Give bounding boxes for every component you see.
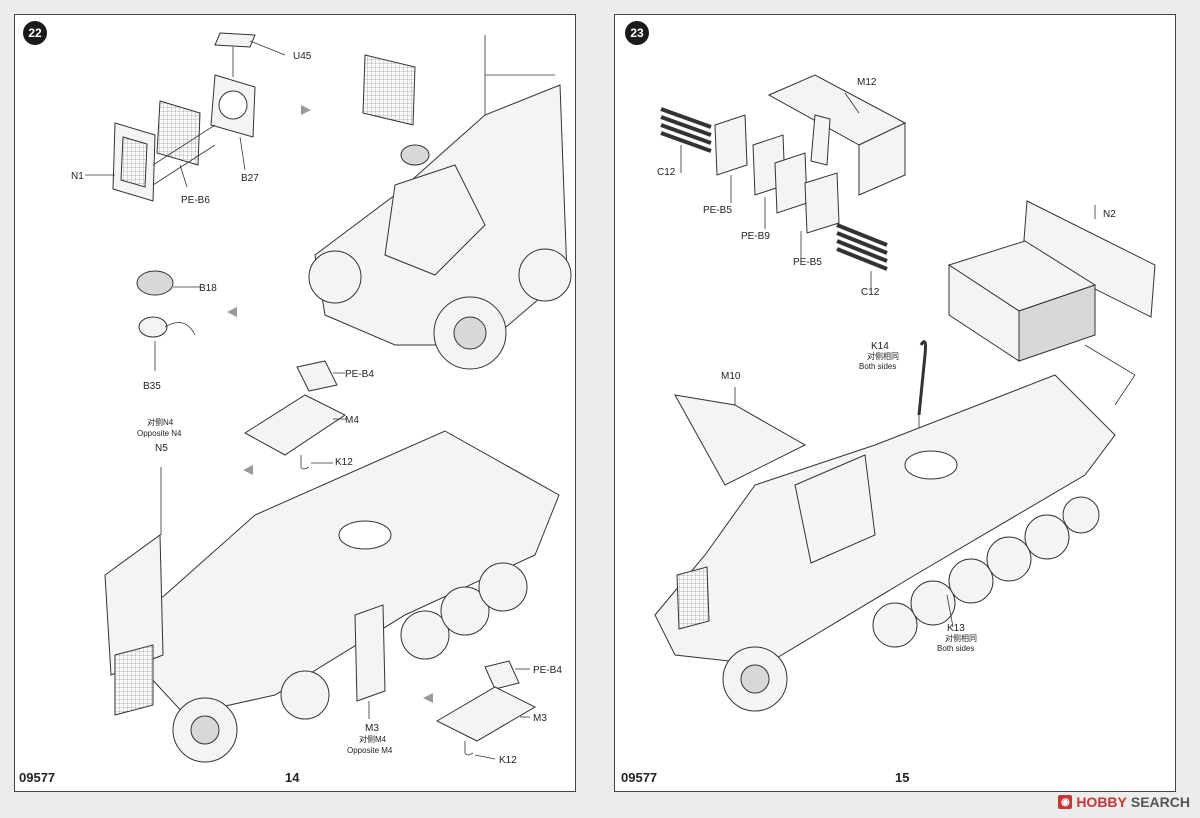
label-pe-b9: PE-B9 <box>741 231 770 242</box>
label-pe-b4-top: PE-B4 <box>345 369 374 380</box>
vehicle-main-view <box>104 430 560 763</box>
rockets-top-left <box>660 107 712 153</box>
part-pe-b5-left <box>714 114 748 176</box>
rocket-rack-exploded-group <box>660 74 907 291</box>
label-k13-en: Both sides <box>937 644 974 653</box>
radiator-exploded-group <box>85 32 286 202</box>
door-panel-n5 <box>104 534 164 676</box>
part-n2 <box>1022 200 1156 318</box>
assembly-diagram-step-23: M12 C12 PE-B5 PE-B9 PE-B5 C12 N2 K14 对侧相… <box>654 74 1156 712</box>
instruction-page-left: 22 <box>14 14 576 792</box>
label-k14-en: Both sides <box>859 362 896 371</box>
camera-icon: ◉ <box>1058 795 1073 809</box>
assembly-diagram-step-22: U45 N1 PE-B6 B27 B18 B35 PE-B4 M4 K12 对侧… <box>71 32 572 766</box>
label-k14: K14 <box>871 341 889 352</box>
label-pe-b4-bottom: PE-B4 <box>533 665 562 676</box>
part-pe-b6 <box>156 100 201 166</box>
flow-arrow <box>423 693 433 703</box>
watermark-logo: ◉ HOBBY SEARCH <box>1058 794 1190 810</box>
launcher-box-group <box>947 200 1156 406</box>
label-n1: N1 <box>71 171 84 182</box>
label-m10: M10 <box>721 371 741 382</box>
hatch-m3-group <box>435 660 537 760</box>
page-number: 14 <box>285 770 300 785</box>
part-m10 <box>674 394 807 486</box>
label-pe-b5-left: PE-B5 <box>703 205 732 216</box>
label-pe-b6: PE-B6 <box>181 195 210 206</box>
label-k13-cn: 对侧相同 <box>945 633 977 643</box>
part-pe-b4-bottom <box>484 660 520 690</box>
label-m3: M3 <box>365 723 379 734</box>
part-b35 <box>138 316 168 338</box>
flow-arrow <box>243 465 253 475</box>
product-code: 09577 <box>19 770 56 785</box>
part-pe-b5-mid <box>774 152 808 214</box>
label-k12-bottom: K12 <box>499 755 517 766</box>
part-pe-b4 <box>296 360 338 392</box>
label-c12-top: C12 <box>657 167 676 178</box>
label-b27: B27 <box>241 173 259 184</box>
vehicle-rocket-launcher-view <box>654 374 1116 712</box>
flow-arrow <box>227 307 237 317</box>
label-n4-cn: 对侧N4 <box>147 417 174 427</box>
page-number: 15 <box>895 770 910 785</box>
label-pe-b5-right: PE-B5 <box>793 257 822 268</box>
part-m4 <box>244 394 346 456</box>
label-n4-en: Opposite N4 <box>137 429 182 438</box>
label-m4-en: Opposite M4 <box>347 746 393 755</box>
label-n2: N2 <box>1103 209 1116 220</box>
hatch-m4-group <box>244 360 347 470</box>
instruction-page-right: 23 <box>614 14 1176 792</box>
label-b18: B18 <box>199 283 217 294</box>
rockets-bottom-right <box>836 223 888 271</box>
label-k13: K13 <box>947 623 965 634</box>
vehicle-front-view-top <box>308 35 572 370</box>
step-number-badge: 22 <box>23 21 47 45</box>
flow-arrow <box>301 105 311 115</box>
label-k12-top: K12 <box>335 457 353 468</box>
part-u45 <box>214 32 256 48</box>
watermark-brand: HOBBY <box>1076 794 1127 810</box>
label-m3-right: M3 <box>533 713 547 724</box>
label-n5: N5 <box>155 443 168 454</box>
part-pe-b5-right <box>804 172 840 234</box>
step-number-badge: 23 <box>625 21 649 45</box>
filter-parts-group <box>136 270 200 371</box>
label-m4-cn: 对侧M4 <box>359 734 387 744</box>
part-k14 <box>917 340 927 416</box>
label-u45: U45 <box>293 51 312 62</box>
part-b18 <box>136 270 174 296</box>
label-k14-cn: 对侧相同 <box>867 351 899 361</box>
part-m3-bottom <box>435 686 537 742</box>
label-m4: M4 <box>345 415 359 426</box>
label-b35: B35 <box>143 381 161 392</box>
watermark-suffix: SEARCH <box>1130 794 1190 810</box>
product-code: 09577 <box>621 770 658 785</box>
label-m12: M12 <box>857 77 877 88</box>
door-m3 <box>354 604 386 702</box>
label-c12-bottom: C12 <box>861 287 880 298</box>
